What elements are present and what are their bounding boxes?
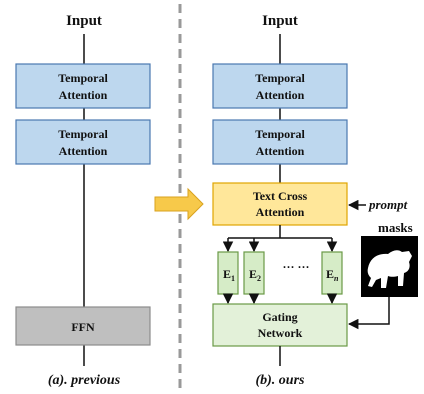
- svg-text:Temporal: Temporal: [255, 71, 305, 85]
- svg-text:Temporal: Temporal: [58, 127, 108, 141]
- mask-to-gating-arrow: [347, 297, 390, 330]
- svg-text:Attention: Attention: [256, 205, 305, 219]
- prompt-label: prompt: [368, 197, 408, 212]
- svg-text:En: En: [326, 267, 339, 283]
- right-caption: (b). ours: [255, 373, 305, 388]
- left-caption: (a). previous: [48, 373, 121, 388]
- highlight-arrow: [154, 187, 204, 221]
- svg-text:Attention: Attention: [59, 144, 108, 158]
- left-ffn-block: FFN: [15, 306, 151, 346]
- left-panel: Input Temporal Attention Temporal Attent…: [15, 13, 151, 388]
- masks-label: masks: [378, 220, 413, 235]
- svg-text:Network: Network: [258, 326, 303, 340]
- right-temporal-attention-2: Temporal Attention: [212, 119, 348, 165]
- text-cross-attention-block: Text Cross Attention: [212, 182, 348, 226]
- gating-network-block: Gating Network: [212, 303, 348, 347]
- mask-image: [361, 236, 418, 297]
- expert-n: En: [321, 251, 343, 295]
- left-temporal-attention-1: Temporal Attention: [15, 63, 151, 109]
- svg-text:FFN: FFN: [71, 320, 95, 334]
- svg-text:E1: E1: [223, 267, 235, 283]
- expert-1: E1: [217, 251, 239, 295]
- left-temporal-attention-2: Temporal Attention: [15, 119, 151, 165]
- right-temporal-attention-1: Temporal Attention: [212, 63, 348, 109]
- left-input-label: Input: [66, 13, 102, 29]
- svg-text:Gating: Gating: [262, 310, 297, 324]
- right-panel: Input Temporal Attention Temporal Attent…: [212, 13, 418, 388]
- right-input-label: Input: [262, 13, 298, 29]
- expert-2: E2: [243, 251, 265, 295]
- svg-text:Attention: Attention: [59, 88, 108, 102]
- svg-text:Temporal: Temporal: [58, 71, 108, 85]
- svg-text:Text Cross: Text Cross: [253, 189, 308, 203]
- svg-text:E2: E2: [249, 267, 261, 283]
- svg-text:Attention: Attention: [256, 144, 305, 158]
- svg-text:Temporal: Temporal: [255, 127, 305, 141]
- svg-text:Attention: Attention: [256, 88, 305, 102]
- experts-ellipsis: ··· ···: [282, 260, 309, 274]
